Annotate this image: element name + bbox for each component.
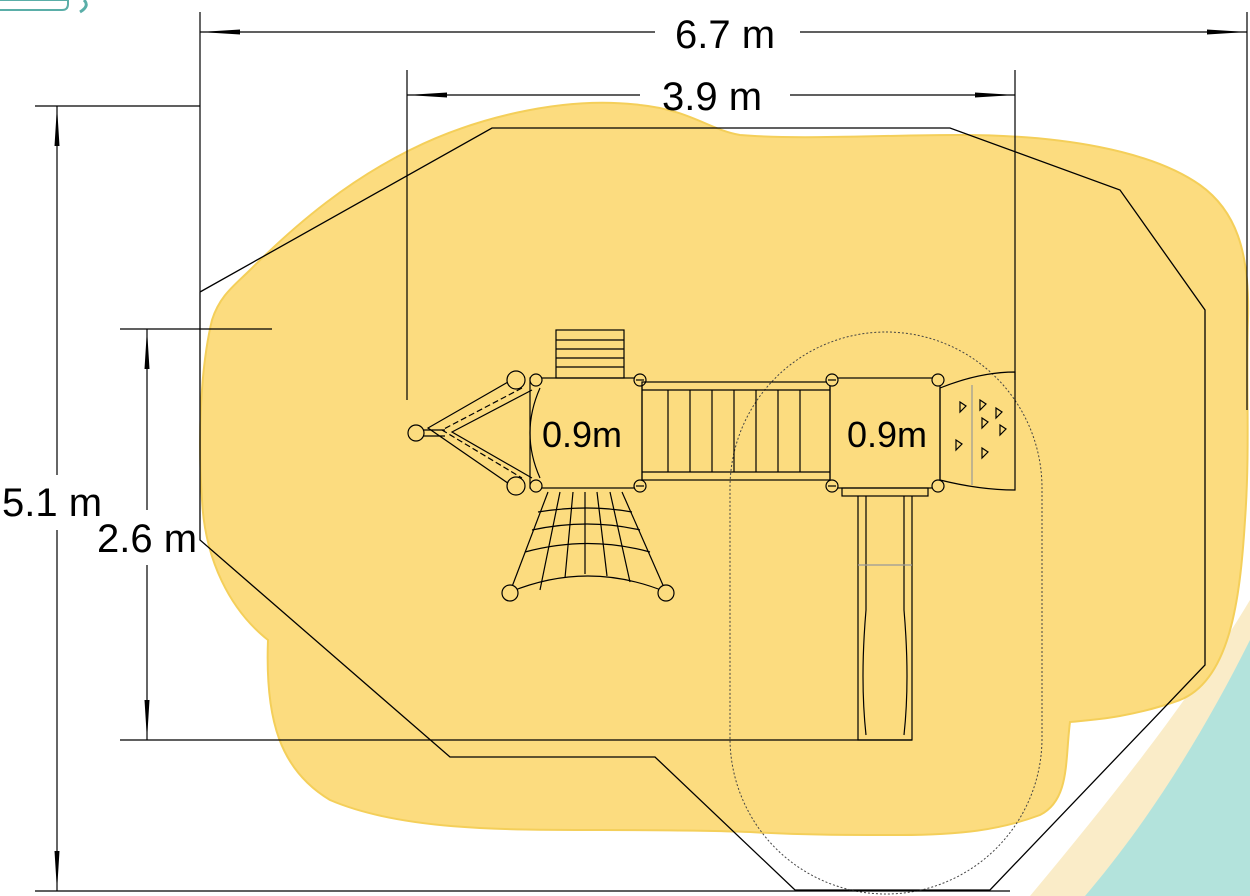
- extension-lines: [35, 12, 1248, 892]
- dimension-lines: [54, 29, 1247, 891]
- slide-safety-oval: [729, 331, 1043, 895]
- slide: [841, 487, 929, 741]
- platform-right-height-label: 0.9m: [847, 414, 927, 455]
- structure-width-label: 3.9 m: [662, 75, 762, 119]
- overall-width-label: 6.7 m: [675, 13, 775, 57]
- overall-depth-label: 5.1 m: [2, 481, 102, 525]
- safety-zone: [199, 101, 1250, 837]
- climbing-wall: [939, 371, 1016, 491]
- net-climber: [501, 491, 675, 602]
- play-structure: [407, 329, 1016, 741]
- bow-entrance: [407, 370, 533, 496]
- boundary-outline: [199, 127, 1206, 891]
- structure-depth-label: 2.6 m: [97, 517, 197, 561]
- platform-left-height-label: 0.9m: [542, 414, 622, 455]
